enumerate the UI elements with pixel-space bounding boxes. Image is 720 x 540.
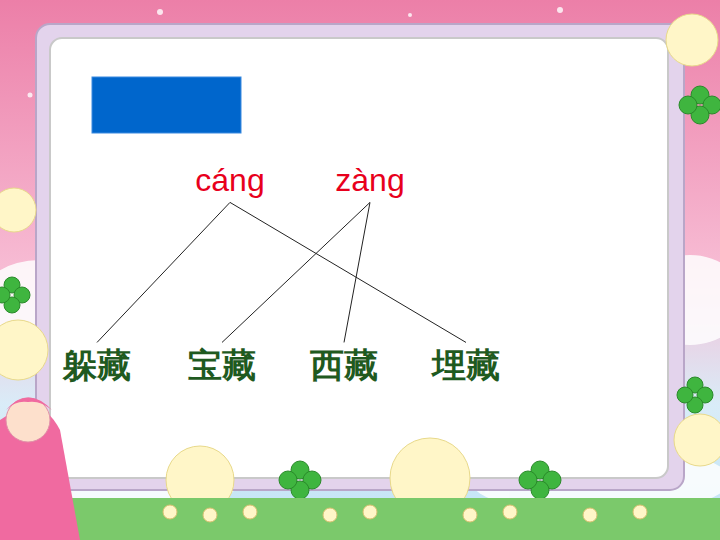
flowers [0,14,720,518]
word-node: 西藏 [306,344,382,387]
title-block [92,77,241,133]
ground-strip [0,498,720,540]
pinyin-node: zàng [331,160,408,201]
frame [36,24,684,490]
panel [50,38,668,478]
connector-line [344,202,370,342]
girl-figure [0,398,80,540]
node-text: 躲藏 [63,346,131,385]
word-node: 埋藏 [428,344,504,387]
word-node: 宝藏 [184,344,260,387]
connector-line [222,202,370,342]
node-text: 埋藏 [432,346,500,385]
connector-line [97,202,230,342]
node-text: cáng [195,162,264,199]
word-node: 躲藏 [59,344,135,387]
node-text: 西藏 [310,346,378,385]
pinyin-node: cáng [191,160,268,201]
node-text: 宝藏 [188,346,256,385]
flower-row [163,505,647,522]
node-text: zàng [335,162,404,199]
clovers [0,86,720,499]
